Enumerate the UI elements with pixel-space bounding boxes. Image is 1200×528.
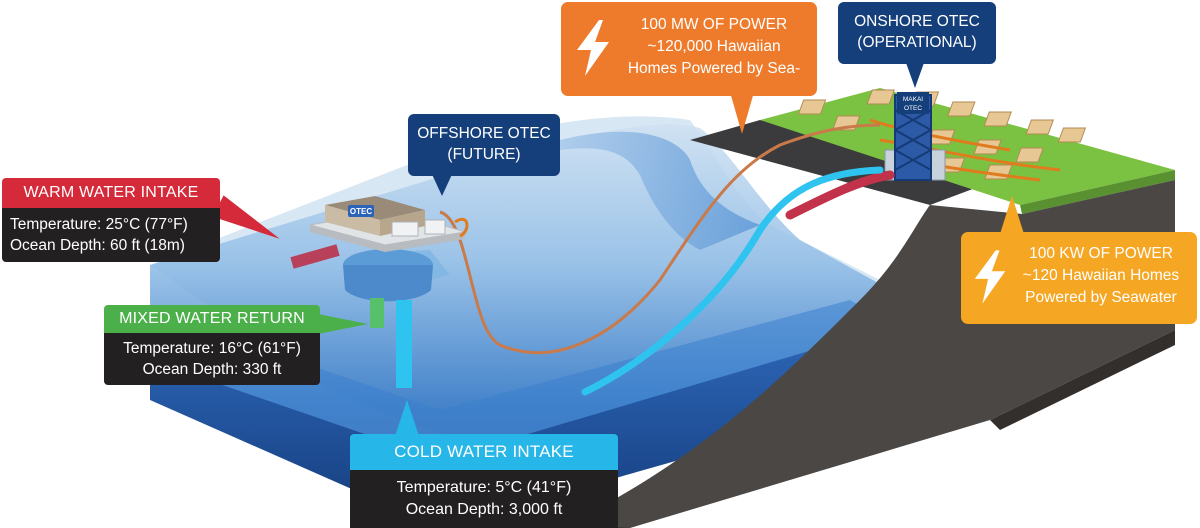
power-kw-source: Powered by Seawater [1025,289,1177,306]
power-mw-source: Homes Powered by Sea- [627,60,801,77]
onshore-cold-pipe [581,166,884,396]
mixed-water-return-title: MIXED WATER RETURN [104,305,320,333]
coast-road [690,120,1010,205]
offshore-otec-status: (FUTURE) [447,146,521,163]
mixed-return-pipe [370,298,384,328]
power-mw-title: 100 MW OF POWER [640,16,788,33]
power-mw-callout: 100 MW OF POWER ~120,000 Hawaiian Homes … [561,2,817,96]
platform-label: OTEC [350,207,372,216]
cold-intake-pipe [396,300,412,388]
offshore-otec-title: OFFSHORE OTEC [417,125,551,142]
offshore-platform: OTEC [309,196,466,302]
warm-temperature: Temperature: 25°C (77°F) [10,216,188,233]
lightning-bolt-icon [974,250,1006,304]
platform-cable [454,217,469,238]
power-kw-title: 100 KW OF POWER [1029,245,1173,262]
cold-temperature: Temperature: 5°C (41°F) [396,479,572,496]
land-grass [760,88,1175,205]
kw-pointer [1000,196,1024,234]
cold-water-intake-title: COLD WATER INTAKE [350,434,618,470]
cold-water-intake-callout: COLD WATER INTAKE Temperature: 5°C (41°F… [350,434,618,528]
mixed-pointer [318,314,368,334]
onshore-pointer [905,60,925,88]
onshore-warm-pipe [785,170,895,220]
lightning-bolt-icon [577,20,609,76]
warm-depth: Ocean Depth: 60 ft (18m) [10,237,185,254]
ocean-band-mid [150,300,900,460]
warm-water-intake-title: WARM WATER INTAKE [2,178,220,208]
power-mw-homes: ~120,000 Hawaiian [647,38,781,55]
onshore-tower: MAKAI OTEC [884,92,946,181]
warm-intake-pipe [290,244,340,269]
offshore-otec-callout: OFFSHORE OTEC (FUTURE) [408,114,560,176]
power-kw-callout: 100 KW OF POWER ~120 Hawaiian Homes Powe… [961,232,1197,324]
onshore-otec-status: (OPERATIONAL) [857,34,977,51]
ocean-wave [560,131,760,250]
onshore-otec-callout: ONSHORE OTEC (OPERATIONAL) [838,2,996,64]
mw-pointer [730,92,754,134]
cold-pointer [395,400,419,436]
cold-water-intake-details: Temperature: 5°C (41°F) Ocean Depth: 3,0… [350,470,618,528]
mixed-depth: Ocean Depth: 330 ft [142,361,282,378]
mixed-water-return-details: Temperature: 16°C (61°F) Ocean Depth: 33… [104,333,320,385]
onshore-otec-title: ONSHORE OTEC [854,13,980,30]
mixed-water-return-callout: MIXED WATER RETURN Temperature: 16°C (61… [104,305,320,385]
subsea-cable [439,123,881,355]
power-kw-homes: ~120 Hawaiian Homes [1022,267,1180,284]
land-edge [1020,170,1175,214]
tower-label-line2: OTEC [904,105,922,112]
warm-water-intake-details: Temperature: 25°C (77°F) Ocean Depth: 60… [2,208,220,262]
seabed-front [990,330,1175,430]
mixed-temperature: Temperature: 16°C (61°F) [123,340,301,357]
cold-depth: Ocean Depth: 3,000 ft [405,501,563,518]
tower-label-line1: MAKAI [903,96,923,103]
warm-water-intake-callout: WARM WATER INTAKE Temperature: 25°C (77°… [2,178,220,262]
